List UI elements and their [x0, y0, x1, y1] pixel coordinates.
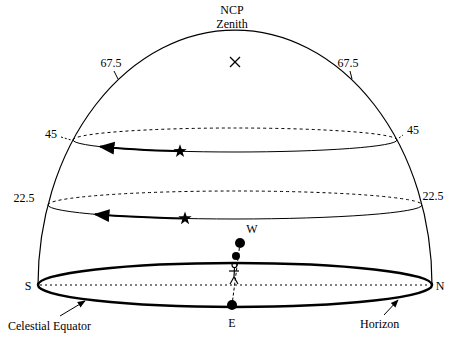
direction-label: S [25, 280, 32, 292]
leader-line [61, 137, 71, 140]
observer-figure [229, 263, 239, 285]
altitude-circle-front [48, 205, 422, 219]
zenith-label: Zenith [216, 18, 247, 30]
altitude-circle-back [73, 128, 397, 140]
leader-line [399, 135, 403, 138]
star-symbol [173, 144, 186, 157]
pole-label: NCP [220, 4, 243, 16]
altitude-circle-back [48, 191, 422, 205]
altitude-label: 45 [45, 128, 57, 140]
zenith-mark [230, 57, 240, 67]
star-path-arrow [100, 147, 180, 152]
sun-dot [232, 252, 240, 260]
leader-line [350, 71, 352, 79]
east-west-line [232, 243, 240, 305]
callout-arrow [60, 301, 85, 316]
callout-arrow [384, 300, 398, 315]
direction-label: N [436, 280, 445, 292]
altitude-label: 67.5 [338, 57, 359, 69]
leader-line [114, 71, 118, 79]
west-point [235, 238, 245, 248]
altitude-label: 45 [407, 124, 419, 136]
direction-label: W [246, 223, 257, 235]
callout-label: Horizon [360, 318, 399, 330]
star-path-arrow [95, 214, 185, 218]
altitude-circle-front [73, 140, 397, 152]
altitude-label: 22.5 [423, 190, 444, 202]
zenith-mark [230, 57, 240, 67]
altitude-label: 67.5 [101, 57, 122, 69]
star-symbol [178, 212, 191, 225]
direction-label: E [228, 317, 235, 329]
east-point [227, 300, 237, 310]
callout-label: Celestial Equator [8, 320, 91, 332]
altitude-label: 22.5 [14, 192, 35, 204]
dome-outline [38, 30, 432, 285]
